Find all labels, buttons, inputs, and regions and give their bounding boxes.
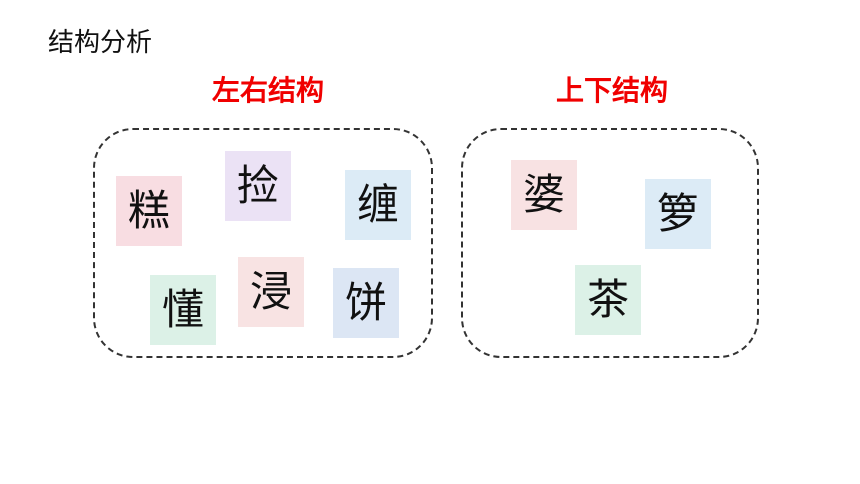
character-card-po: 婆: [511, 160, 577, 230]
character-card-luo: 箩: [645, 179, 711, 249]
character-card-bing: 饼: [333, 268, 399, 338]
heading-left-right-structure: 左右结构: [211, 74, 324, 107]
page-title: 结构分析: [48, 28, 153, 58]
character-card-chan: 缠: [345, 170, 411, 240]
character-card-cha: 茶: [575, 265, 641, 335]
character-card-jin: 浸: [238, 257, 304, 327]
heading-top-bottom-structure: 上下结构: [555, 74, 668, 107]
character-card-dong: 懂: [150, 275, 216, 345]
left-right-structure-group: [93, 128, 433, 358]
character-card-jian: 捡: [225, 151, 291, 221]
top-bottom-structure-group: [461, 128, 759, 358]
character-card-gao: 糕: [116, 176, 182, 246]
